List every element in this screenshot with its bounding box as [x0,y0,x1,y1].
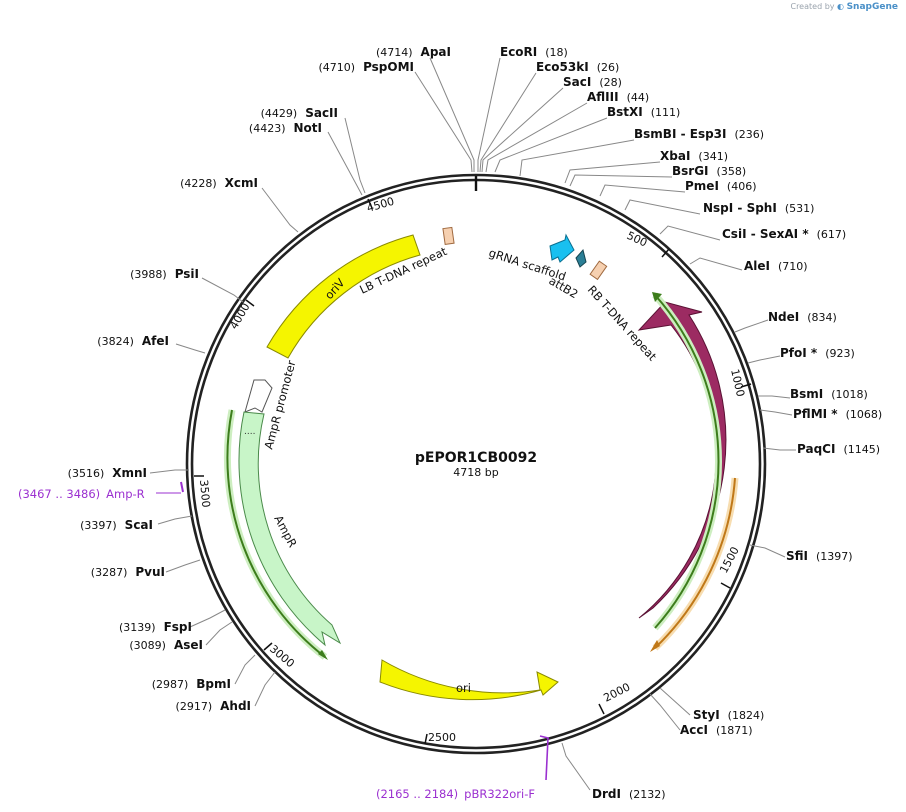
site-PspOMI[interactable]: (4710)PspOMI [318,60,414,74]
site-SfiI[interactable]: SfiI(1397) [786,549,853,563]
site-CsiI-SexAI[interactable]: CsiI - SexAI *(617) [722,227,846,241]
feature-oriV[interactable] [266,234,421,359]
site-NdeI[interactable]: NdeI(834) [768,310,837,324]
plasmid-length: 4718 bp [453,466,498,479]
site-PmeI[interactable]: PmeI(406) [685,179,757,193]
tick-label: 3500 [197,479,212,508]
site-DrdI[interactable]: DrdI(2132) [592,787,666,801]
tick-label: 500 [625,229,650,250]
backbone-outer [185,173,767,755]
feature-gRNA-scaffold[interactable] [549,233,575,263]
site-leaders [149,57,796,791]
site-Eco53kI[interactable]: Eco53kI(26) [536,60,619,74]
site-AfeI[interactable]: (3824)AfeI [97,334,169,348]
site-NspI-SphI[interactable]: NspI - SphI(531) [703,201,814,215]
site-PfoI[interactable]: PfoI *(923) [780,346,855,360]
orf-arrow-icon-2 [650,640,660,652]
tick-label: 1000 [728,368,747,398]
feature-label-AmpR-promoter: AmpR promoter [261,359,298,451]
feature-label-AmpR: AmpR [271,513,299,550]
tick-label: 3000 [267,642,297,670]
credit-prefix: Created by [790,2,835,11]
site-AseI[interactable]: (3089)AseI [129,638,203,652]
tick-label: 4000 [227,301,252,332]
site-BsmBI-Esp3I[interactable]: BsmBI - Esp3I(236) [634,127,764,141]
site-AccI[interactable]: AccI(1871) [680,723,753,737]
site-SacII[interactable]: (4429)SacII [261,106,338,120]
site-ScaI[interactable]: (3397)ScaI [80,518,153,532]
feature-AmpR[interactable] [238,411,342,647]
orf-arc [654,294,720,629]
primer-pBR322ori-F[interactable]: (2165 .. 2184)pBR322ori-F [376,787,535,801]
feature-label-trfA: trfA [697,458,712,480]
feature-label-ampR-dots: .... [244,427,255,437]
tick-label: 2000 [601,680,632,704]
site-PflMI[interactable]: PflMI *(1068) [793,407,882,421]
site-AhdI[interactable]: (2917)AhdI [176,699,251,713]
site-StyI[interactable]: StyI(1824) [693,708,764,722]
site-BstXI[interactable]: BstXI(111) [607,105,680,119]
feature-LB-T-DNA-repeat[interactable] [442,226,455,246]
tick-label: 2500 [428,731,456,744]
site-PvuI[interactable]: (3287)PvuI [91,565,165,579]
primer-mark-pBR322ori-F [539,735,549,781]
feature-RB-T-DNA-repeat[interactable] [589,260,608,281]
site-XmnI[interactable]: (3516)XmnI [68,466,147,480]
feature-attB2[interactable] [575,248,587,268]
plasmid-name: pEPOR1CB0092 [415,450,537,466]
site-EcoRI[interactable]: EcoRI(18) [500,45,568,59]
site-XbaI[interactable]: XbaI(341) [660,149,728,163]
site-BsrGI[interactable]: BsrGI(358) [672,164,746,178]
tick-label: 4500 [365,195,395,215]
site-labels: EcoRI(18) Eco53kI(26) SacI(28) AflIII(44… [68,45,882,801]
tick-marks [194,198,752,745]
orf-arrow-icon-ampR [318,650,328,660]
site-ApaI[interactable]: (4714)ApaI [376,45,451,59]
site-BsmI[interactable]: BsmI(1018) [790,387,868,401]
feature-label-ori: ori [456,681,471,695]
site-PaqCI[interactable]: PaqCI(1145) [797,442,880,456]
orf-arc-2 [654,477,736,649]
orf-arc-ampR [226,409,326,658]
site-BpmI[interactable]: (2987)BpmI [152,677,231,691]
site-NotI[interactable]: (4423)NotI [249,121,322,135]
site-FspI[interactable]: (3139)FspI [119,620,192,634]
site-AflIII[interactable]: AflIII(44) [587,90,649,104]
feature-ori[interactable] [379,659,559,701]
snapgene-logo-icon: ◐ [837,2,845,11]
credit-brand: SnapGene [846,2,898,12]
site-AleI[interactable]: AleI(710) [744,259,808,273]
orf-arrow-icon [652,292,662,302]
site-PsiI[interactable]: (3988)PsiI [130,267,199,281]
primer-Amp-R[interactable]: (3467 .. 3486)Amp-R [18,487,145,501]
site-SacI[interactable]: SacI(28) [563,75,622,89]
snapgene-credit: Created by ◐ SnapGene [790,2,898,12]
feature-AmpR-promoter[interactable] [244,379,273,413]
primer-mark-Amp-R [180,481,184,493]
site-XcmI[interactable]: (4228)XcmI [180,176,258,190]
